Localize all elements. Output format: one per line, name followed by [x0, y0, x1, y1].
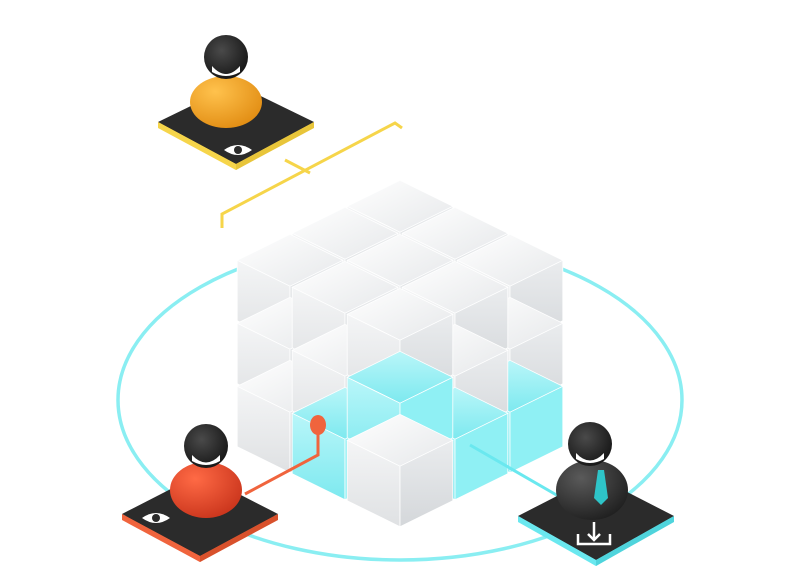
uploader-bottom-right-node[interactable]	[518, 422, 674, 566]
connector-top-stub	[284, 158, 311, 175]
data-cube	[236, 179, 564, 528]
viewer-bottom-left-body	[170, 462, 242, 518]
tie-icon	[594, 470, 608, 505]
cube-block-right	[509, 385, 564, 474]
connector-right	[469, 443, 561, 499]
uploader-head	[568, 422, 612, 466]
cube-block-right	[399, 439, 454, 528]
eye-icon	[142, 513, 170, 523]
viewer-bottom-left-head	[184, 424, 228, 468]
uploader-body	[556, 460, 628, 520]
cube-block-right	[454, 412, 509, 501]
connector-top	[220, 121, 403, 228]
viewer-top-head	[204, 35, 248, 79]
connector-left	[244, 428, 320, 496]
download-tray-icon	[576, 522, 612, 546]
eye-icon	[224, 145, 252, 155]
viewer-top-node[interactable]	[158, 35, 314, 170]
viewer-bottom-left-node[interactable]	[122, 424, 278, 562]
viewer-top-body	[190, 76, 262, 128]
connector-left-pin	[310, 415, 326, 435]
